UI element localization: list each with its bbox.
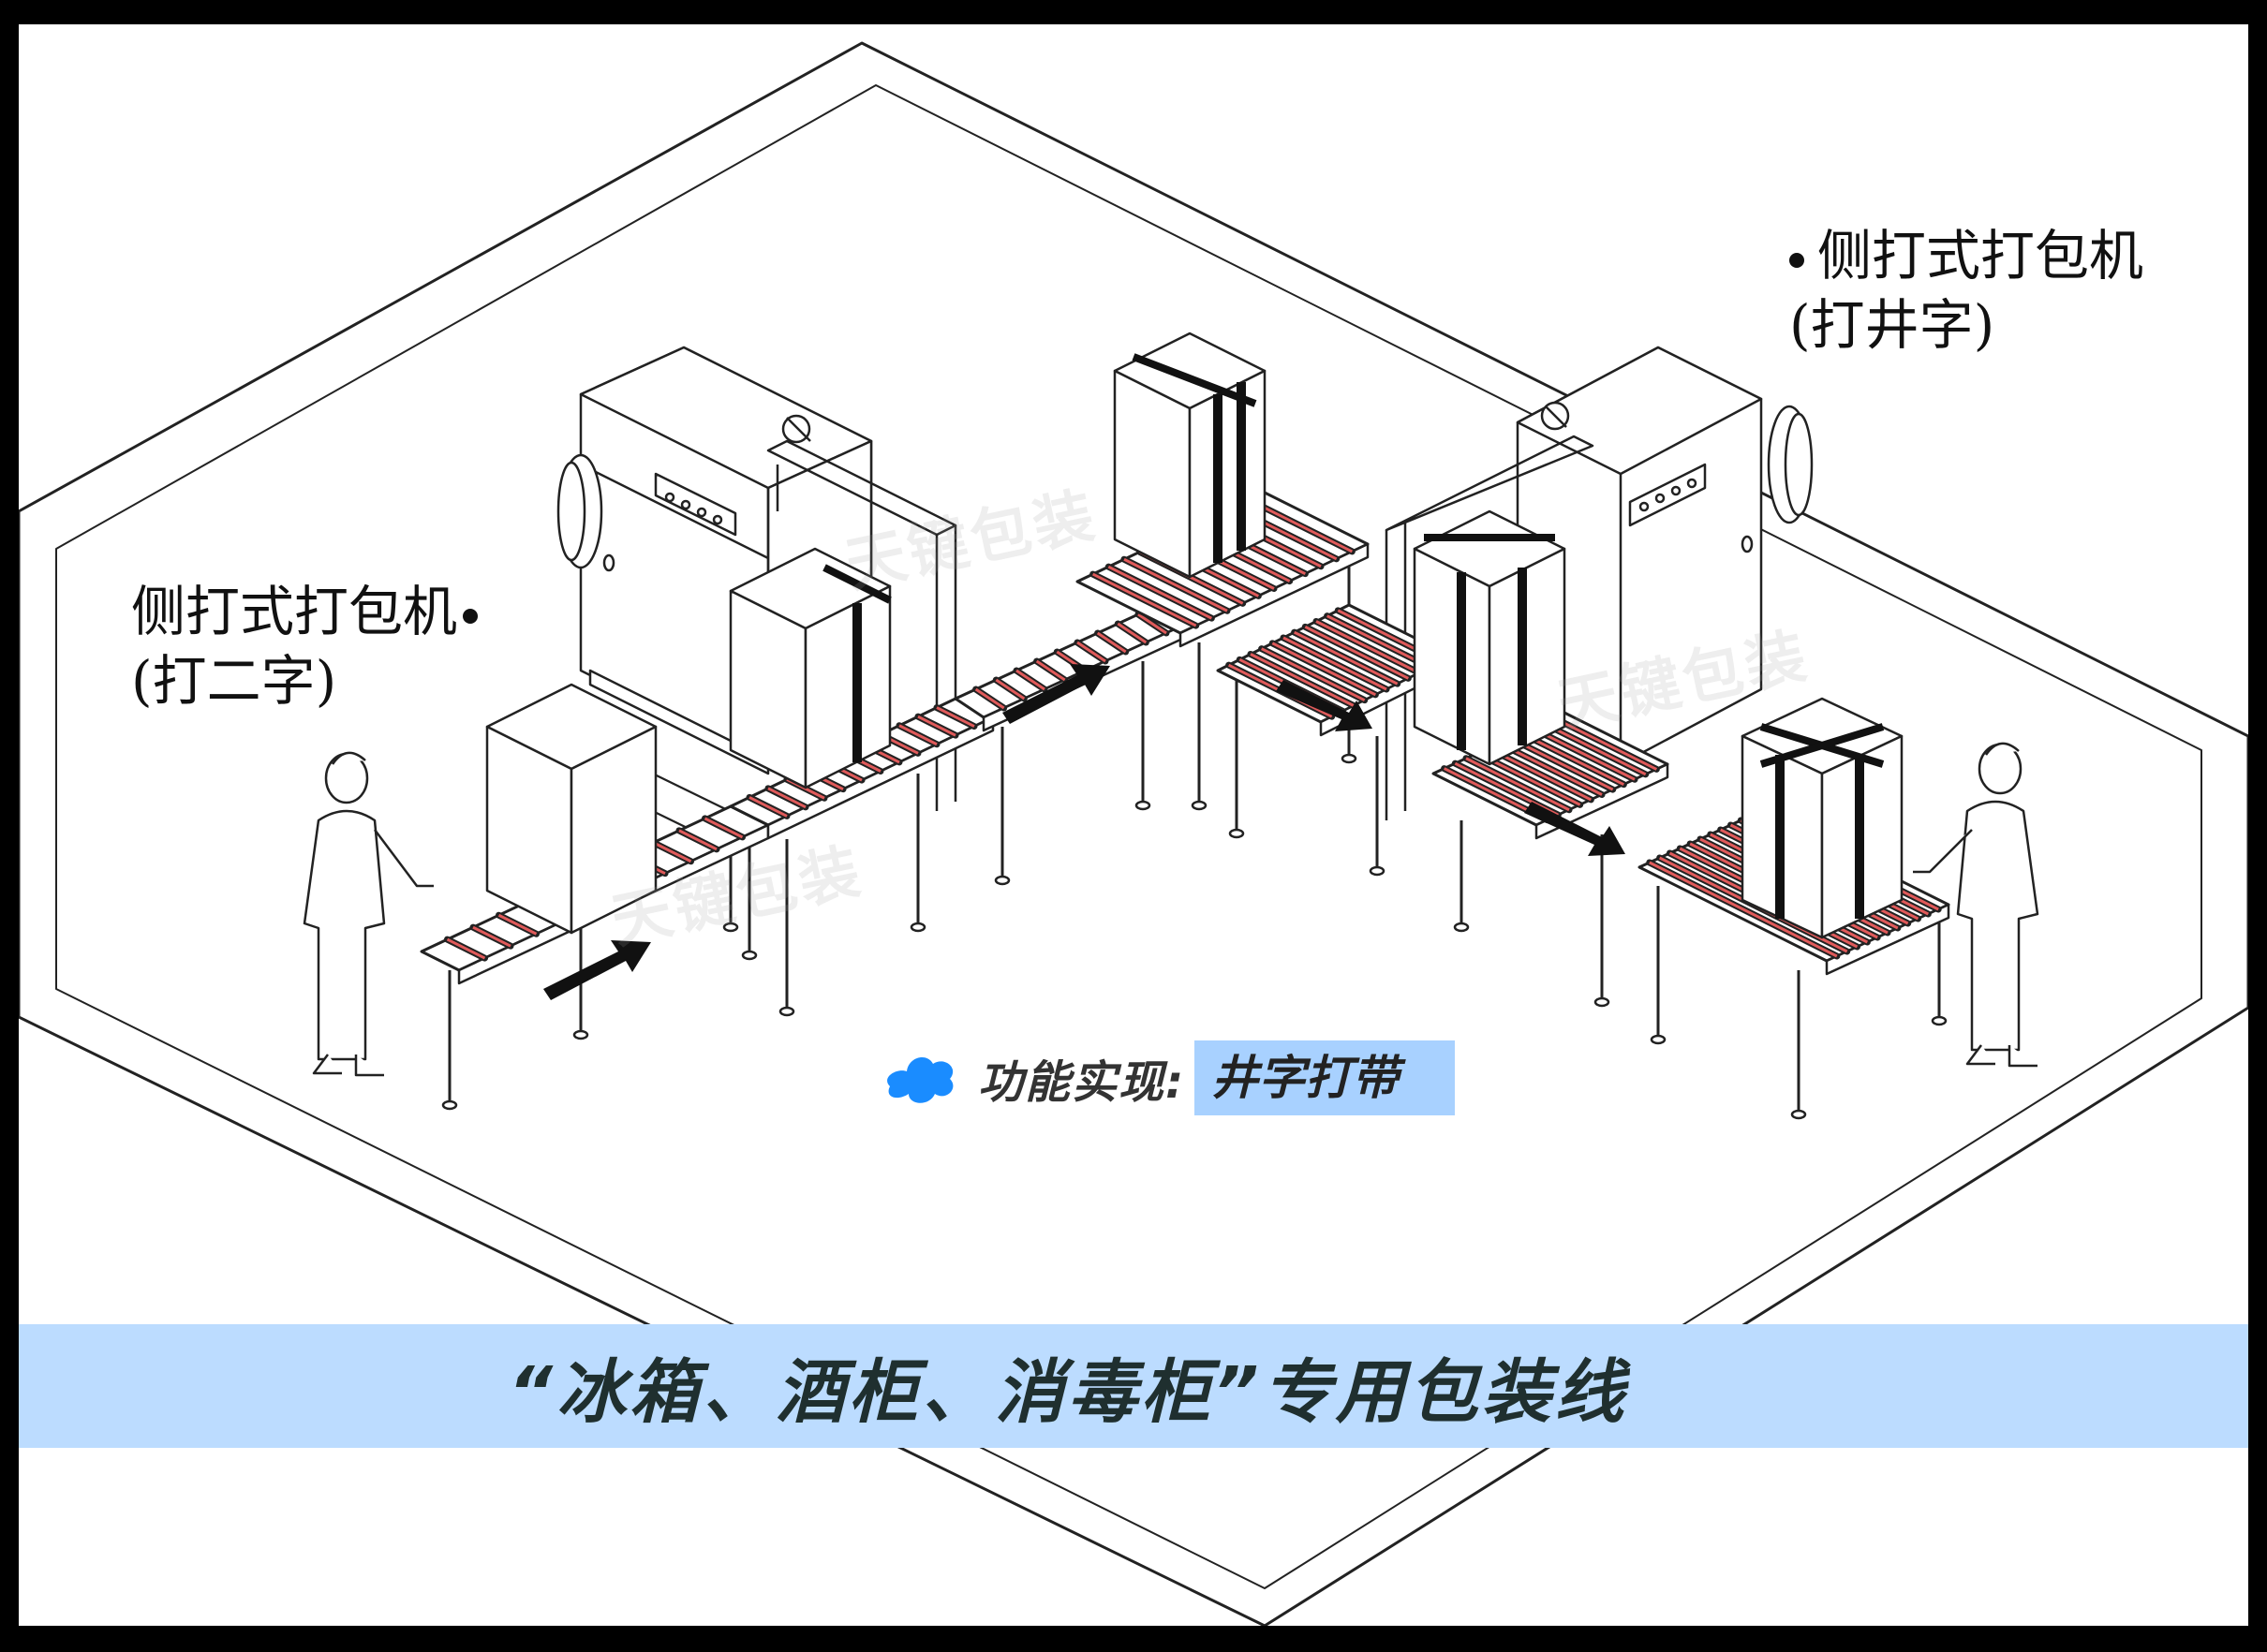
flow-arrows <box>543 664 1625 1000</box>
flow-arrow-1 <box>543 940 651 1000</box>
conveyor-roller-stripe <box>1015 669 1045 691</box>
conveyor-roller-stripe <box>1465 757 1570 812</box>
conveyor-foot <box>1790 1109 1807 1120</box>
conveyor-roller-stripe <box>1271 642 1377 697</box>
conveyor-roller-stripe <box>1035 659 1066 682</box>
conveyor-foot <box>1369 865 1385 877</box>
conveyor-foot <box>1228 828 1245 839</box>
conveyor-roller-stripe <box>1293 630 1399 686</box>
conveyor-roller-stripe <box>917 715 956 737</box>
callout-left-subtitle: (打二字) <box>131 649 337 713</box>
conveyor-roller-stripe <box>704 817 744 839</box>
callout-right-title: 侧打式打包机 <box>1817 224 2144 288</box>
feature-value: 井字打带 <box>1194 1040 1456 1115</box>
conveyor-foot <box>1134 800 1151 811</box>
conveyor-roller-stripe <box>1326 614 1431 670</box>
conveyor-roller-stripe <box>1531 726 1636 781</box>
feature-label: 功能实现: <box>978 1056 1186 1109</box>
conveyor-roller-stripe <box>446 937 486 960</box>
conveyor-roller-stripe <box>1123 557 1228 612</box>
flow-arrow-4 <box>1524 802 1625 856</box>
conveyor-roller-stripe <box>748 796 788 818</box>
callout-right: 侧打式打包机 (打井字) <box>1789 221 2143 360</box>
callout-left-title: 侧打式打包机 <box>131 580 458 643</box>
conveyor-roller-stripe <box>767 787 807 809</box>
conveyor-roller-stripe <box>1315 620 1420 674</box>
conveyor-foot <box>994 875 1011 886</box>
worker-left <box>303 751 434 1077</box>
conveyor-roller-stripe <box>1304 625 1410 680</box>
box-unstrapped <box>485 683 658 935</box>
callout-left: 侧打式打包机 (打二字) <box>131 577 479 715</box>
conveyor-turn <box>1216 603 1454 877</box>
flow-arrow-2 <box>1002 664 1110 724</box>
conveyor-roller-stripe <box>1096 631 1127 654</box>
conveyor-roller-stripe <box>936 706 975 728</box>
box-two-straps <box>729 547 892 789</box>
conveyor-roller-stripe <box>898 724 938 746</box>
title-banner: “冰箱、酒柜、消毒柜”专用包装线 <box>19 1324 2248 1448</box>
conveyor-roller-stripe <box>1250 653 1355 707</box>
conveyor-foot <box>722 922 739 933</box>
conveyor-foot <box>1593 996 1610 1008</box>
box-cross-strapped-output <box>1741 697 1904 939</box>
conveyor-roller-stripe <box>1552 716 1658 771</box>
gantry-left <box>766 439 957 811</box>
conveyor-roller-stripe <box>678 829 718 851</box>
callout-right-subtitle: (打井字) <box>1789 293 1995 357</box>
feature-row: 功能实现: 井字打带 <box>881 1040 1456 1115</box>
conveyor-foot <box>778 1006 795 1017</box>
conveyor-roller-stripe <box>1260 647 1366 702</box>
callout-dot-icon <box>463 608 479 624</box>
conveyor-foot <box>910 922 926 933</box>
conveyor-roller-stripe <box>1649 861 1838 958</box>
conveyor-foot <box>441 1099 458 1111</box>
conveyor-roller-stripe <box>1117 622 1148 644</box>
worker-right <box>1913 742 2039 1068</box>
conveyor-roller-stripe <box>497 913 538 936</box>
conveyor-roller-stripe <box>1282 636 1387 691</box>
conveyor-roller-stripe <box>995 678 1026 701</box>
callout-dot-icon <box>1789 252 1804 268</box>
conveyor-roller-stripe <box>974 687 1005 710</box>
conveyor-roller-stripe <box>1137 612 1167 635</box>
box-two-straps-elevated <box>1113 332 1267 579</box>
diagram-canvas: 天键包装 天键包装 天键包装 侧打式打包机 (打二字) 侧打式打包机 (打井字)… <box>19 24 2248 1626</box>
conveyor-foot <box>741 950 758 961</box>
conveyor-foot <box>1650 1034 1667 1045</box>
conveyor-roller-stripe <box>1454 761 1560 817</box>
conveyor-roller-stripe <box>1076 641 1106 663</box>
conveyor-foot <box>572 1029 589 1040</box>
conveyor-roller-stripe <box>1248 498 1354 553</box>
conveyor-machine-right <box>1431 711 1669 1008</box>
conveyor-roller-stripe <box>1519 731 1625 787</box>
conveyor-foot <box>1341 753 1357 764</box>
floor-outline <box>19 41 2248 1626</box>
banner-title: “冰箱、酒柜、消毒柜”专用包装线 <box>508 1351 1628 1433</box>
conveyor-roller-stripe <box>1091 572 1197 627</box>
flow-arrow-3 <box>1276 680 1372 731</box>
conveyor-roller-stripe <box>472 925 511 948</box>
conveyor-roller-stripe <box>652 841 692 863</box>
conveyor-roller-stripe <box>1107 565 1213 620</box>
star-badge-icon <box>887 1057 954 1103</box>
conveyor-foot <box>1191 800 1208 811</box>
box-cross-strapped-in-machine <box>1413 509 1566 766</box>
conveyor-foot <box>1453 922 1470 933</box>
conveyor-foot <box>1931 1015 1948 1026</box>
packing-line-illustration <box>19 41 2248 1626</box>
conveyor-roller-stripe <box>1541 721 1647 776</box>
